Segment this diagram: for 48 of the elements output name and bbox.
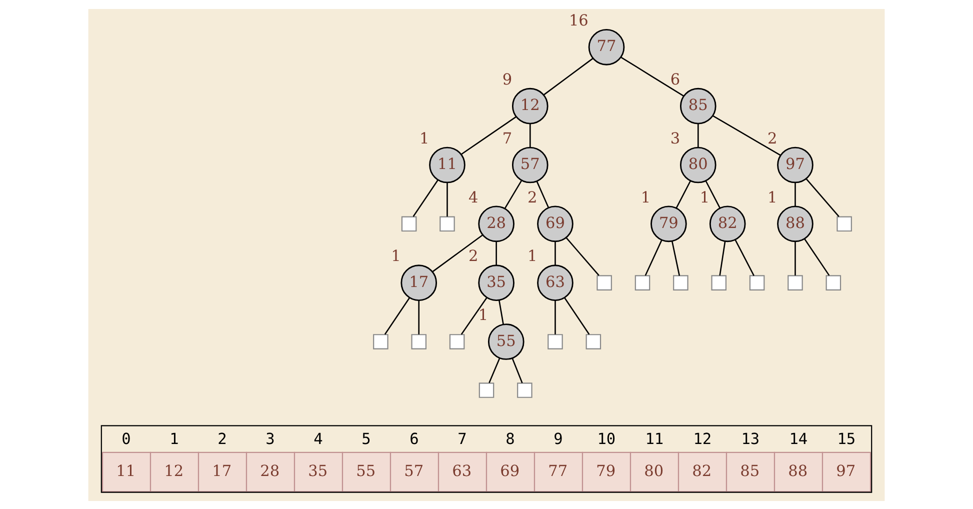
node-label: 1: [419, 128, 430, 147]
node-label: 1: [391, 246, 401, 265]
label: 7: [458, 429, 467, 448]
node-label: 1: [478, 306, 488, 324]
label: 28: [260, 462, 280, 480]
label: 88: [788, 462, 808, 480]
node-label: 2: [767, 128, 778, 147]
node-label: 3: [670, 128, 680, 147]
label: 57: [404, 462, 424, 480]
label: 63: [452, 462, 472, 480]
node-label: 9: [502, 70, 512, 88]
label: 9: [554, 429, 563, 448]
label: 97: [836, 462, 856, 480]
node-label: 16: [568, 11, 588, 30]
label: 11: [116, 462, 136, 480]
label: 0: [122, 429, 131, 448]
node-label: 7: [502, 128, 512, 147]
label: 80: [644, 462, 664, 480]
node-label: 1: [527, 246, 538, 265]
label: 77: [548, 462, 568, 480]
node-label: 1: [700, 188, 710, 206]
node-label: 2: [468, 246, 478, 265]
node-label: 4: [468, 188, 478, 206]
label: 15: [837, 429, 856, 448]
label: 82: [692, 462, 712, 480]
label: 85: [740, 462, 760, 480]
label: 13: [741, 429, 760, 448]
label: 17: [212, 462, 232, 480]
label: 3: [266, 429, 275, 448]
label: 2: [218, 429, 227, 448]
node-label: 1: [767, 188, 778, 206]
label: 11: [645, 429, 664, 448]
label: 6: [410, 429, 419, 448]
label: 8: [506, 429, 515, 448]
node-label: 1: [640, 188, 651, 206]
label: 12: [164, 462, 184, 480]
label: 4: [314, 429, 323, 448]
label: 10: [597, 429, 616, 448]
label: 69: [500, 462, 520, 480]
label: 79: [596, 462, 616, 480]
label: 12: [693, 429, 712, 448]
label: 55: [356, 462, 376, 480]
label: 35: [308, 462, 328, 480]
node-label: 6: [670, 70, 680, 88]
node-label: 2: [527, 188, 538, 206]
label: 5: [362, 429, 371, 448]
label: 1: [170, 429, 179, 448]
label: 14: [789, 429, 808, 448]
